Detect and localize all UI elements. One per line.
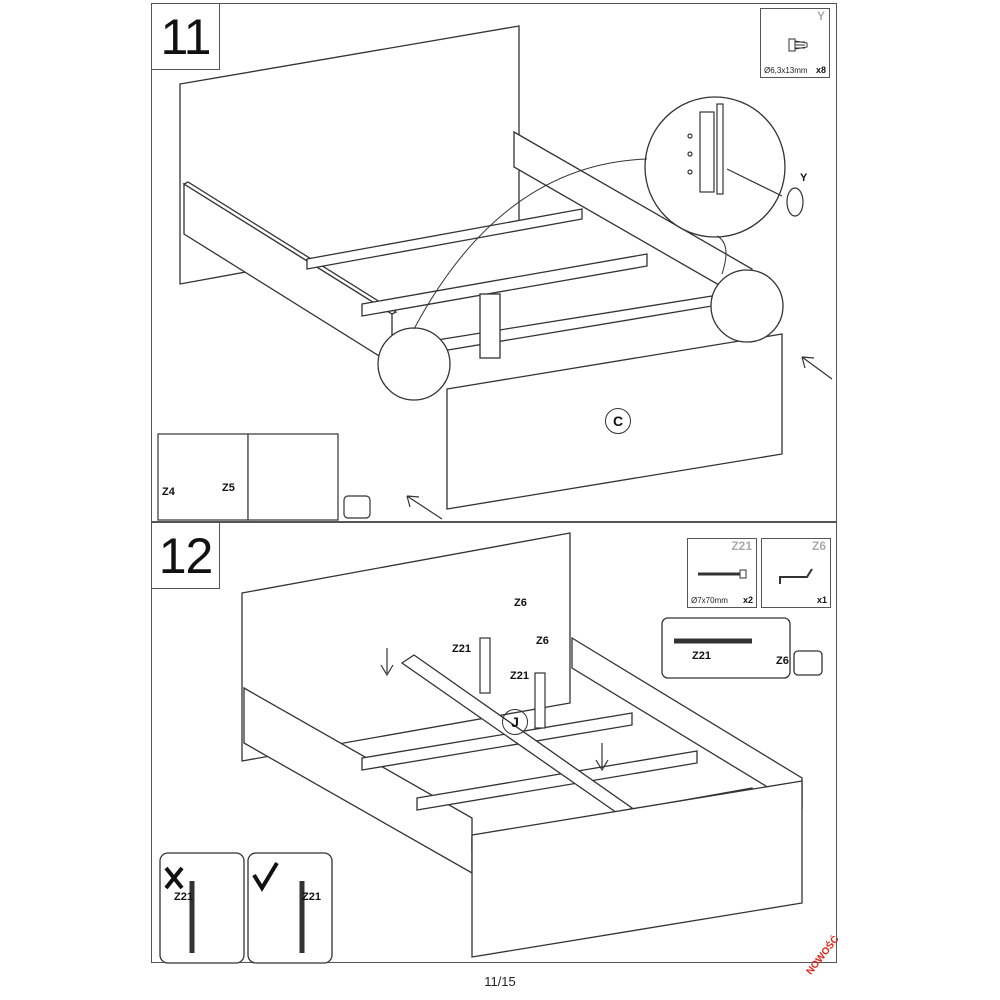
callout-screw: Y xyxy=(800,172,808,184)
right-bolt-label: Z21 xyxy=(302,891,321,903)
part-box-z6: Z6 x1 xyxy=(761,538,831,608)
inset-dowel-label: Z4 xyxy=(162,486,175,498)
part-dimension: Ø6,3x13mm xyxy=(764,66,808,75)
callout-bolt-left: Z21 xyxy=(452,643,471,655)
part-letter: Z6 xyxy=(811,539,826,553)
inset-cam-label: Z5 xyxy=(222,482,235,494)
callout-bar: J xyxy=(502,709,528,735)
part-letter: Y xyxy=(816,9,825,23)
bed-assembly-drawing xyxy=(159,532,823,964)
part-box-z21: Z21 Ø7x70mm x2 xyxy=(687,538,757,608)
step-number: 11 xyxy=(152,4,220,70)
detail-bolt-label: Z21 xyxy=(692,650,711,662)
screw-icon xyxy=(788,38,808,52)
bolt-icon xyxy=(698,569,747,579)
callout-key-mid: Z6 xyxy=(536,635,549,647)
hex-key-icon xyxy=(779,568,813,584)
part-quantity: x8 xyxy=(815,65,826,75)
wrong-bolt-label: Z21 xyxy=(174,891,193,903)
step-12-panel: 12 Z21 Ø7x70mm x2 Z6 x1 xyxy=(151,522,837,964)
step-number: 12 xyxy=(152,523,220,589)
part-dimension: Ø7x70mm xyxy=(691,596,728,605)
part-quantity: x2 xyxy=(742,595,753,605)
part-box-y: Y Ø6,3x13mm x8 xyxy=(760,8,830,78)
part-letter: Z21 xyxy=(731,539,752,553)
bed-assembly-drawing xyxy=(157,25,833,521)
step-11-panel: 11 Y Ø6,3x13mm x8 xyxy=(151,3,837,522)
callout-panel: C xyxy=(605,408,631,434)
callout-bolt-right: Z21 xyxy=(510,670,529,682)
page-number: 11/15 xyxy=(484,974,516,989)
part-quantity: x1 xyxy=(816,595,827,605)
detail-key-label: Z6 xyxy=(776,655,789,667)
callout-key-top: Z6 xyxy=(514,597,527,609)
